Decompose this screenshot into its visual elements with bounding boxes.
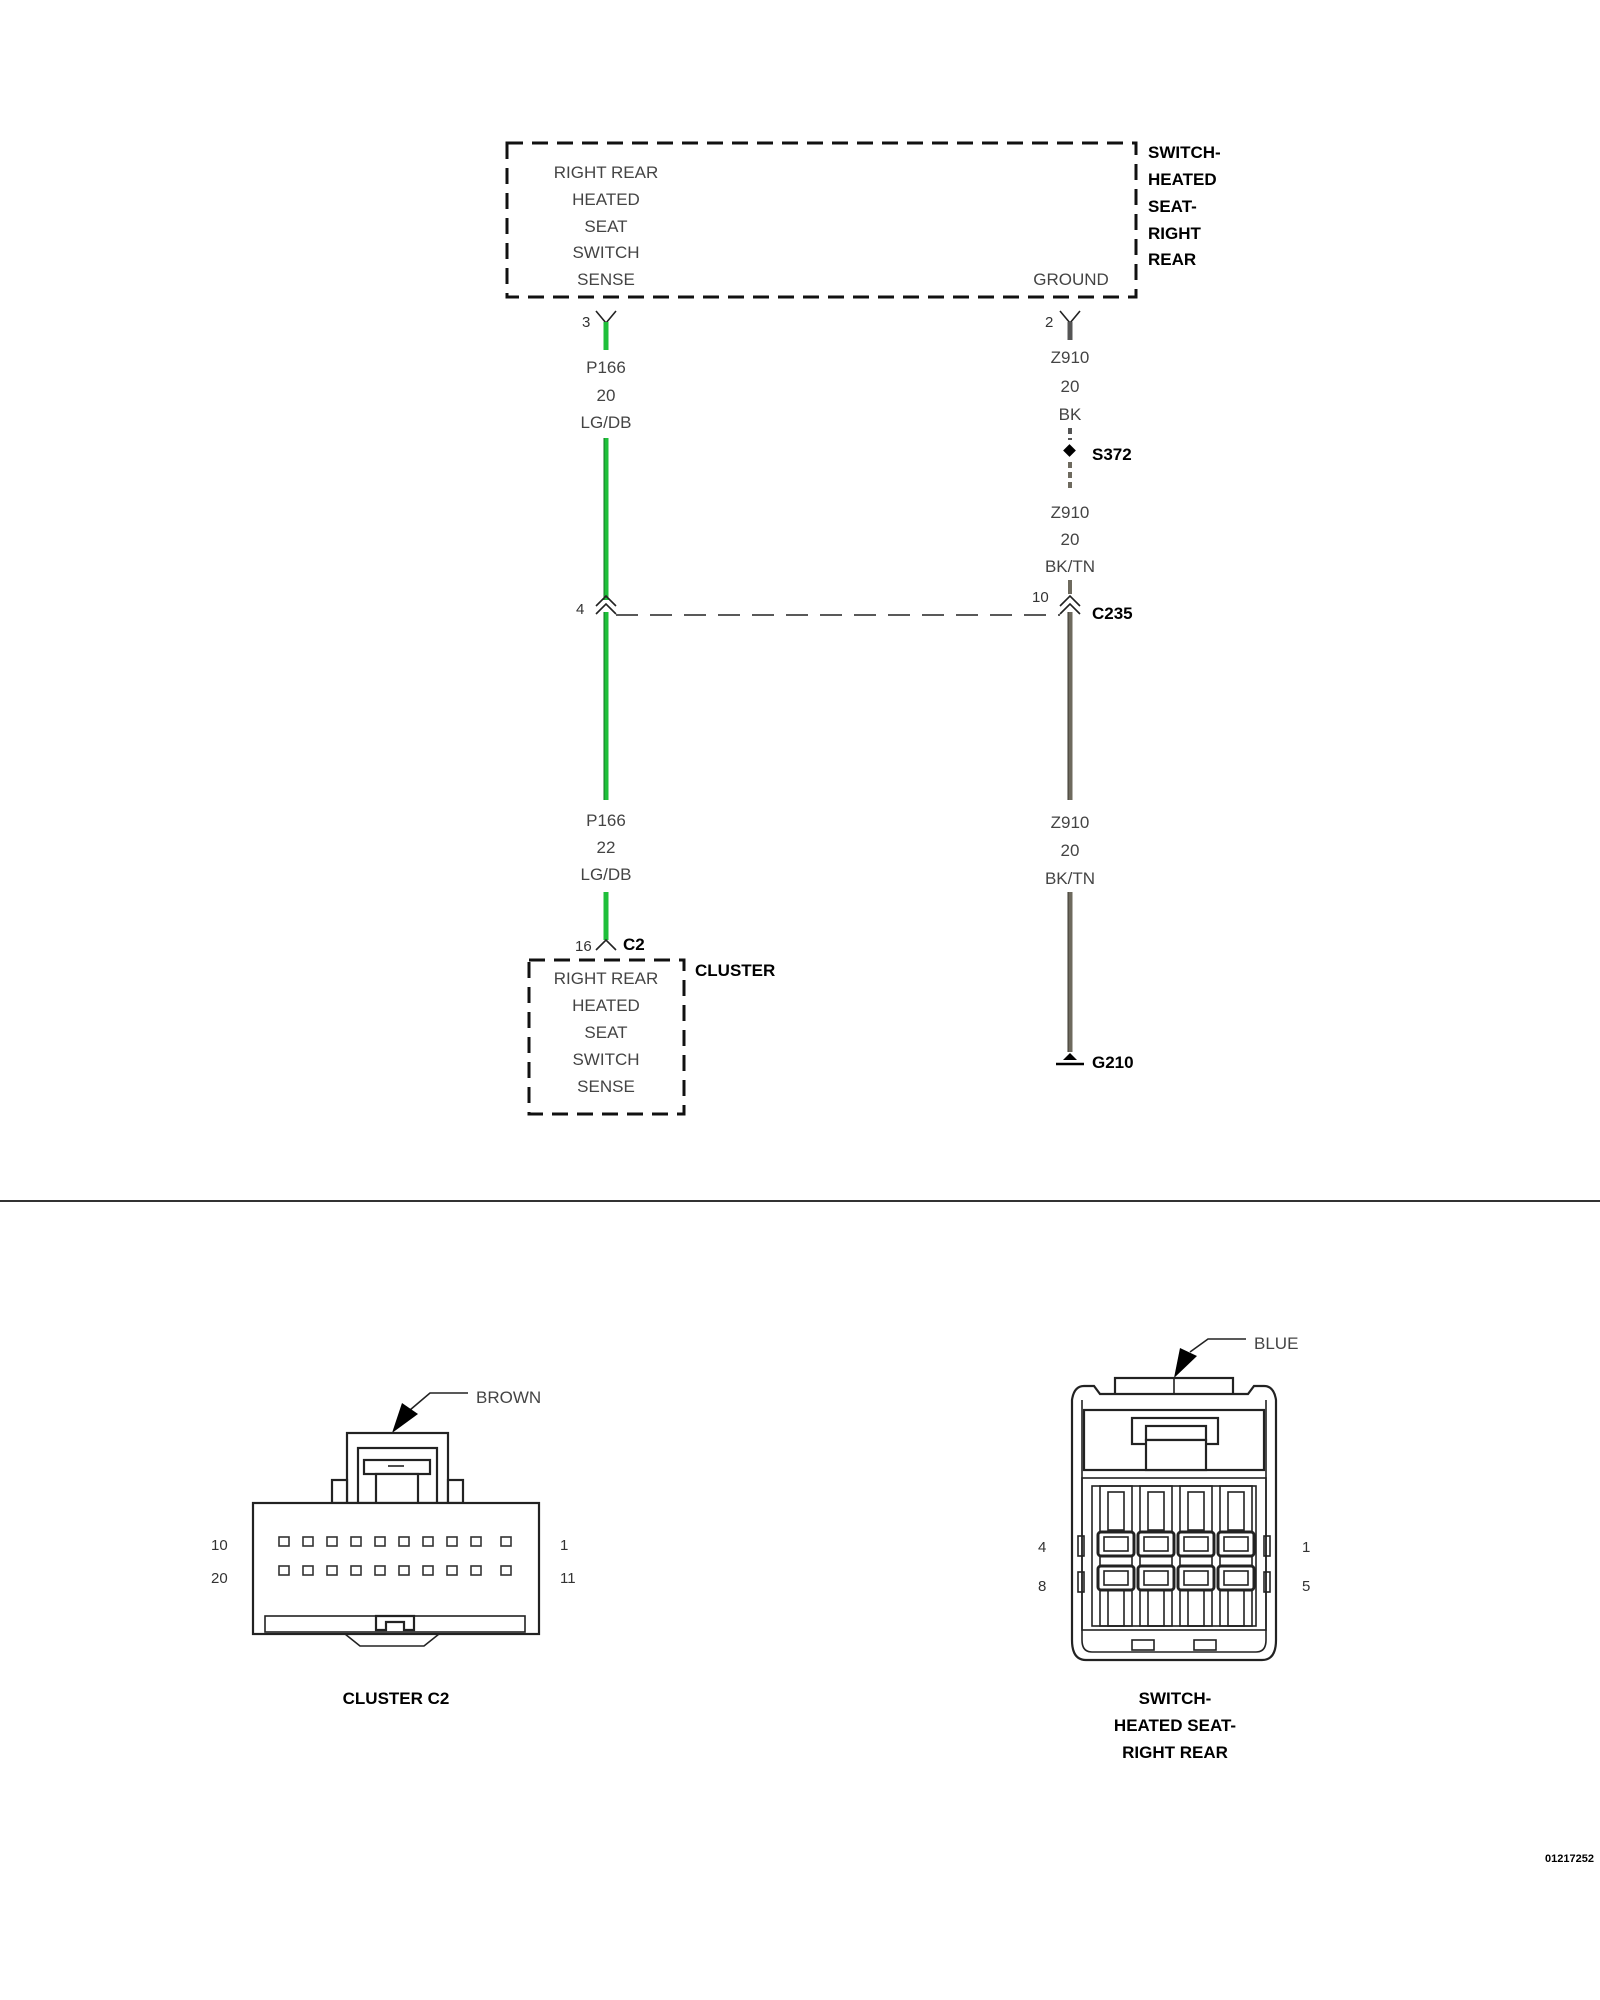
switch-sense-pin-label: RIGHT REAR HEATED SEAT SWITCH SENSE <box>554 163 659 289</box>
switch-pin-3-number: 3 <box>582 314 590 331</box>
switch-connector-title-line-1: SWITCH- <box>1139 1689 1212 1708</box>
wire-z910-mid-label: Z910 20 BK/TN <box>1045 503 1095 576</box>
cluster-label-line-5: SENSE <box>577 1077 635 1096</box>
switch-connector-pins-row-1 <box>1096 1530 1256 1558</box>
splice-s372: S372 <box>1063 444 1132 464</box>
switch-connector-pins-row-2 <box>1096 1564 1256 1592</box>
switch-sense-label-line-1: RIGHT REAR <box>554 163 659 182</box>
cluster-c2-pin-10-label: 10 <box>211 1537 228 1554</box>
cluster-label-line-4: SWITCH <box>572 1050 639 1069</box>
ground-g210-label: G210 <box>1092 1053 1134 1072</box>
switch-sense-label-line-4: SWITCH <box>572 243 639 262</box>
switch-ground-pin-label: GROUND <box>1033 270 1109 289</box>
switch-connector-title: SWITCH- HEATED SEAT- RIGHT REAR <box>1114 1689 1236 1762</box>
switch-connector-pin-8-label: 8 <box>1038 1578 1046 1595</box>
wire-p166-upper-circuit: P166 <box>586 358 626 377</box>
cluster-c2-body <box>251 1501 541 1636</box>
switch-connector-pin-1-label: 1 <box>1302 1539 1310 1556</box>
ground-g210: G210 <box>1056 1053 1134 1072</box>
cluster-c2-pin-11-label: 11 <box>560 1570 576 1587</box>
switch-sense-label-line-2: HEATED <box>572 190 640 209</box>
wire-p166-lower-circuit: P166 <box>586 811 626 830</box>
wire-z910-mid-color: BK/TN <box>1045 557 1095 576</box>
wire-z910-lower-label: Z910 20 BK/TN <box>1045 813 1095 888</box>
wire-p166-lower-gauge: 22 <box>597 838 616 857</box>
wire-p166-lower-label: P166 22 LG/DB <box>580 811 631 884</box>
wire-p166-lower <box>603 612 609 940</box>
wire-z910-mid-gauge: 20 <box>1061 530 1080 549</box>
connector-c235-label: C235 <box>1092 604 1133 623</box>
wire-z910-upper-gauge: 20 <box>1061 377 1080 396</box>
cluster-c2-pins-row-1 <box>278 1536 512 1547</box>
connector-c235-pin-10: 10 <box>1032 589 1049 606</box>
switch-pin-2-terminal: 2 <box>1045 310 1081 331</box>
switch-connector-title-line-3: RIGHT REAR <box>1122 1743 1228 1762</box>
cluster-c2-title: CLUSTER C2 <box>343 1689 450 1708</box>
wire-p166-lower-color: LG/DB <box>580 865 631 884</box>
switch-connector-pin-5-label: 5 <box>1302 1578 1310 1595</box>
wire-z910-upper-label: Z910 20 BK <box>1051 348 1090 424</box>
cluster-label-line-3: SEAT <box>584 1023 627 1042</box>
splice-s372-label: S372 <box>1092 445 1132 464</box>
figure-id: 01217252 <box>1545 1853 1594 1865</box>
switch-module-name-line-5: REAR <box>1148 250 1196 269</box>
wire-z910-upper-color: BK <box>1059 405 1082 424</box>
switch-module-name-line-1: SWITCH- <box>1148 143 1221 162</box>
cluster-label-line-2: HEATED <box>572 996 640 1015</box>
switch-module: SWITCH- HEATED SEAT- RIGHT REAR RIGHT RE… <box>505 141 1221 299</box>
switch-module-name-line-2: HEATED <box>1148 170 1217 189</box>
switch-connector-title-line-2: HEATED SEAT- <box>1114 1716 1236 1735</box>
wire-z910-lower-color: BK/TN <box>1045 869 1095 888</box>
wire-p166-upper-color: LG/DB <box>580 413 631 432</box>
cluster-c2-connector-view: BROWN <box>211 1388 576 1708</box>
cluster-label-line-1: RIGHT REAR <box>554 969 659 988</box>
switch-pin-3-terminal: 3 <box>582 310 617 331</box>
switch-module-box <box>505 141 1138 299</box>
cluster-module-name: CLUSTER <box>695 961 775 980</box>
wire-z910-lower <box>1067 612 1073 1052</box>
switch-module-name-line-4: RIGHT <box>1148 224 1202 243</box>
switch-connector-pin-4-label: 4 <box>1038 1539 1046 1556</box>
cluster-c2-pin-1-label: 1 <box>560 1537 568 1554</box>
cluster-connector-id: C2 <box>623 935 645 954</box>
cluster-module: CLUSTER RIGHT REAR HEATED SEAT SWITCH SE… <box>527 958 775 1116</box>
wire-z910-upper-circuit: Z910 <box>1051 348 1090 367</box>
cluster-c2-pins-row-2 <box>278 1565 512 1576</box>
wire-z910-lower-circuit: Z910 <box>1051 813 1090 832</box>
connector-c235: 4 10 C235 <box>576 589 1133 623</box>
switch-module-name-line-3: SEAT- <box>1148 197 1197 216</box>
cluster-c2-pin-20-label: 20 <box>211 1570 228 1587</box>
switch-sense-label-line-5: SENSE <box>577 270 635 289</box>
cluster-c2-color-pointer: BROWN <box>392 1388 541 1433</box>
cluster-c2-color-label: BROWN <box>476 1388 541 1407</box>
wire-p166-upper-label: P166 20 LG/DB <box>580 358 631 432</box>
wire-z910-lower-gauge: 20 <box>1061 841 1080 860</box>
switch-module-name: SWITCH- HEATED SEAT- RIGHT REAR <box>1148 143 1221 269</box>
switch-sense-label-line-3: SEAT <box>584 217 627 236</box>
wire-z910-mid-circuit: Z910 <box>1051 503 1090 522</box>
wire-p166-upper-gauge: 20 <box>597 386 616 405</box>
cluster-pin-label: RIGHT REAR HEATED SEAT SWITCH SENSE <box>554 969 659 1096</box>
switch-connector-view: BLUE <box>1038 1334 1310 1762</box>
switch-connector-color-pointer: BLUE <box>1174 1334 1298 1378</box>
cluster-connector-terminal: 16 C2 <box>575 935 645 955</box>
switch-pin-2-number: 2 <box>1045 314 1053 331</box>
switch-connector-color-label: BLUE <box>1254 1334 1298 1353</box>
cluster-module-box <box>527 958 686 1116</box>
cluster-pin-16-number: 16 <box>575 938 592 955</box>
connector-c235-pin-4: 4 <box>576 601 584 618</box>
wire-p166-upper <box>603 322 609 600</box>
